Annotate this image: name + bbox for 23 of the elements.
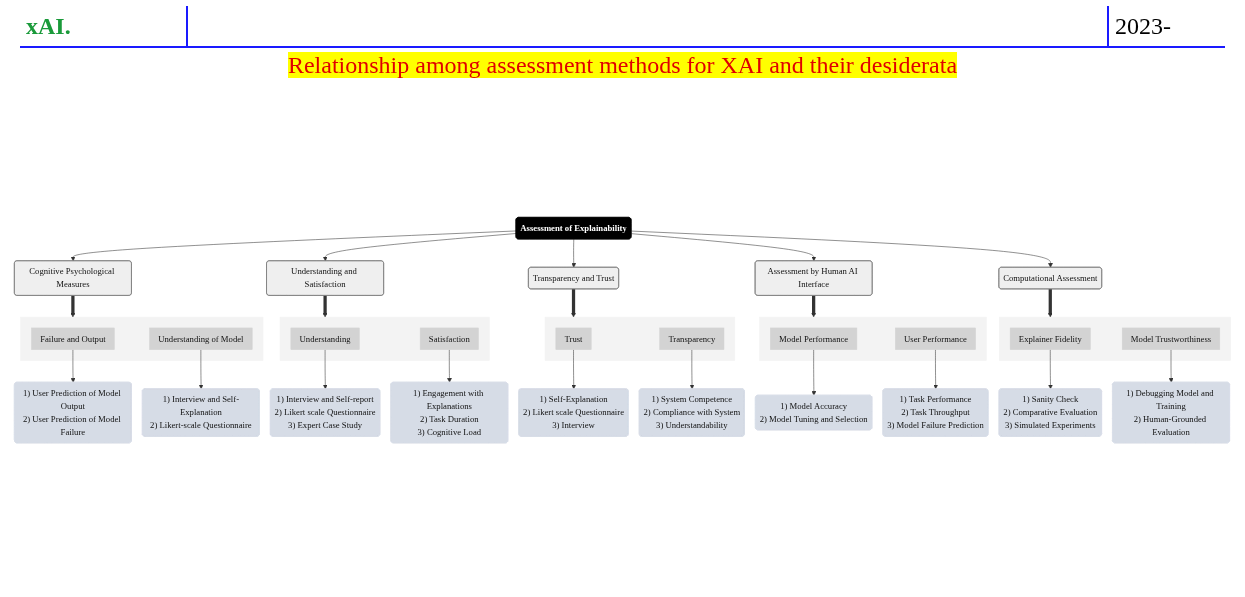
cluster [20, 316, 264, 361]
node-box: Model Trustworthiness [1121, 327, 1221, 350]
node-box: Satisfaction [419, 327, 479, 350]
node-box: Trust [555, 327, 592, 350]
arrow [1047, 288, 1053, 318]
arrow [571, 288, 576, 318]
node-box: Understanding of Model [149, 327, 253, 350]
header-label: 2023- [1107, 6, 1225, 46]
diagram-title: Relationship among assessment methods for XAI and their desiderata [287, 52, 958, 78]
node-box: Transparency [659, 327, 725, 350]
node-box: Explainer Fidelity [1009, 327, 1091, 350]
node-box: Failure and Output [31, 327, 115, 350]
header-label: xAI. [20, 6, 188, 46]
arrow [322, 295, 328, 318]
node-box: Model Performance [770, 327, 858, 350]
arrow [70, 295, 76, 318]
cluster [759, 316, 987, 361]
node-box: User Performance [895, 327, 976, 350]
arrow [811, 295, 817, 318]
node-box: Understanding [290, 327, 360, 350]
cluster [279, 316, 490, 361]
cluster [999, 316, 1231, 361]
cluster [544, 316, 736, 361]
